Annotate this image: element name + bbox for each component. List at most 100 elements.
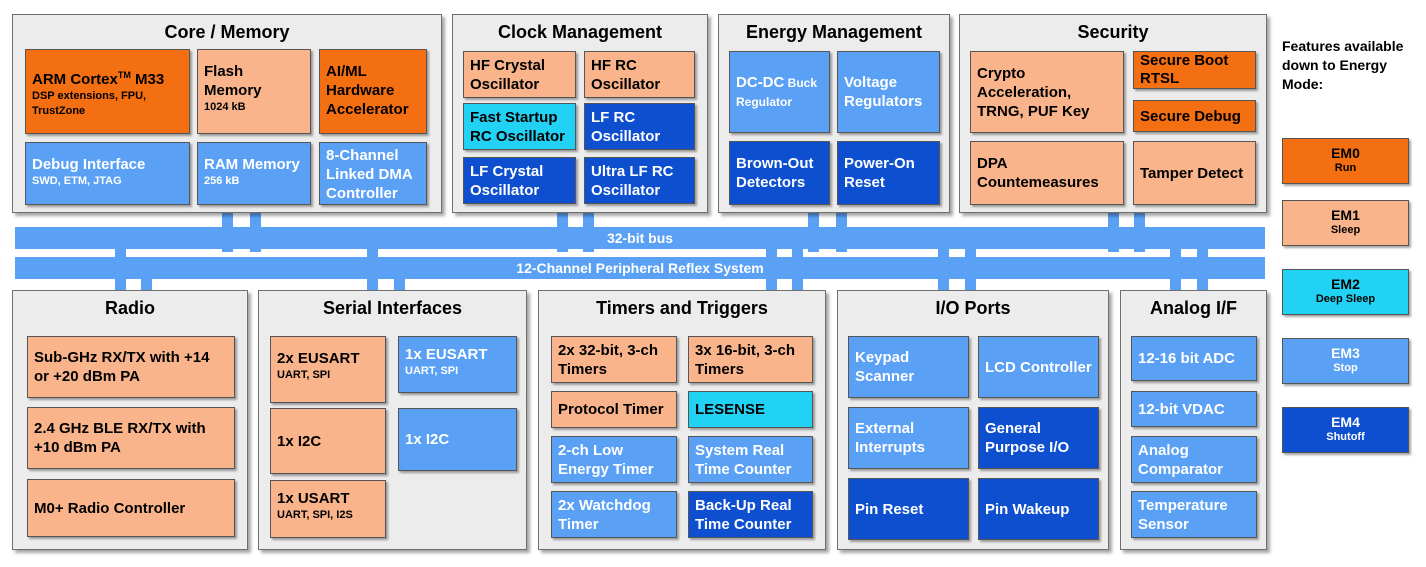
i2c-em1-block: 1x I2C (270, 408, 386, 474)
secure-boot-block: Secure Boot RTSL (1133, 51, 1256, 89)
eusart2-label: 2x EUSART (277, 350, 360, 367)
security-panel: Security Crypto Acceleration, TRNG, PUF … (959, 14, 1267, 213)
por-label: Power-On Reset (844, 155, 915, 191)
secboot-label: Secure Boot RTSL (1140, 52, 1229, 87)
hfxo-label: HF Crystal Oscillator (470, 56, 546, 93)
panel-title: Timers and Triggers (596, 298, 768, 318)
acmp-label: Analog Comparator (1138, 441, 1224, 478)
subghz-block: Sub-GHz RX/TX with +14 or +20 dBm PA (27, 336, 235, 398)
hf-rc-block: HF RC Oscillator (584, 51, 695, 98)
external-interrupts-block: External Interrupts (848, 407, 969, 469)
legend-em2: EM2 Deep Sleep (1282, 269, 1409, 315)
secure-debug-block: Secure Debug (1133, 100, 1256, 132)
adc-block: 12-16 bit ADC (1131, 336, 1257, 381)
timer-32bit-block: 2x 32-bit, 3-ch Timers (551, 336, 677, 383)
debug-interface-block: Debug Interface SWD, ETM, JTAG (25, 142, 190, 205)
dpa-label: DPA Countemeasures (977, 155, 1099, 191)
ulfrco-label: Ultra LF RC Oscillator (591, 162, 674, 199)
usart-label: 1x USART (277, 490, 350, 507)
dpa-block: DPA Countemeasures (970, 141, 1124, 205)
eusart1-label: 1x EUSART (405, 346, 488, 363)
legend-em3: EM3 Stop (1282, 338, 1409, 384)
pin-wakeup-block: Pin Wakeup (978, 478, 1099, 540)
legend-mode: EM4 (1331, 414, 1360, 430)
adc-label: 12-16 bit ADC (1138, 350, 1235, 367)
t32-label: 2x 32-bit, 3-ch Timers (558, 341, 659, 378)
panel-title: Clock Management (497, 22, 663, 42)
legend-mode: EM1 (1331, 207, 1360, 223)
m0-radio-controller-block: M0+ Radio Controller (27, 479, 235, 537)
flash-memory-block: Flash Memory 1024 kB (197, 49, 311, 134)
panel-title: Radio (104, 298, 155, 318)
hfrco-label: HF RC Oscillator (591, 56, 661, 93)
dma-controller-block: 8-Channel Linked DMA Controller (319, 142, 427, 205)
ram-label: RAM Memory (204, 156, 300, 173)
timer-16bit-block: 3x 16-bit, 3-ch Timers (688, 336, 813, 383)
arm-cortex-block: ARM CortexTM M33 DSP extensions, FPU, Tr… (25, 49, 190, 134)
bod-label: Brown-Out Detectors (736, 155, 814, 191)
flash-sub: 1024 kB (204, 101, 246, 113)
io-ports-panel: I/O Ports Keypad Scanner LCD Controller … (837, 290, 1109, 550)
analog-comparator-block: Analog Comparator (1131, 436, 1257, 483)
analog-panel: Analog I/F 12-16 bit ADC 12-bit VDAC Ana… (1120, 290, 1267, 550)
ram-sub: 256 kB (204, 175, 240, 187)
dcdc-small2: Regulator (736, 94, 793, 109)
vreg-label: Voltage Regulators (844, 74, 923, 110)
core-memory-panel: Core / Memory ARM CortexTM M33 DSP exten… (12, 14, 442, 213)
keypad-label: Keypad Scanner (855, 349, 915, 385)
eusart-1x-block: 1x EUSART UART, SPI (398, 336, 517, 393)
lf-crystal-block: LF Crystal Oscillator (463, 157, 576, 204)
legend-em0: EM0 Run (1282, 138, 1409, 184)
protocol-label: Protocol Timer (558, 401, 664, 418)
radio-panel: Radio Sub-GHz RX/TX with +14 or +20 dBm … (12, 290, 248, 550)
panel-title: Energy Management (745, 22, 923, 42)
legend-mode: EM2 (1331, 276, 1360, 292)
energy-management-panel: Energy Management DC-DC Buck Regulator V… (718, 14, 950, 213)
ble-block: 2.4 GHz BLE RX/TX with +10 dBm PA (27, 407, 235, 469)
ai-label: AI/ML Hardware Accelerator (326, 63, 409, 118)
sysrtc-label: System Real Time Counter (695, 441, 792, 478)
ble-label: 2.4 GHz BLE RX/TX with +10 dBm PA (34, 420, 206, 456)
t16-label: 3x 16-bit, 3-ch Timers (695, 341, 796, 378)
legend-label: Deep Sleep (1315, 293, 1376, 305)
usart-sub: UART, SPI, I2S (277, 509, 353, 521)
letimer-label: 2-ch Low Energy Timer (558, 441, 654, 478)
panel-title: Serial Interfaces (322, 298, 463, 318)
ram-memory-block: RAM Memory 256 kB (197, 142, 311, 205)
bus-32bit: 32-bit bus (15, 227, 1265, 249)
lf-rc-block: LF RC Oscillator (584, 103, 695, 150)
panel-title: I/O Ports (935, 298, 1011, 318)
timers-panel: Timers and Triggers 2x 32-bit, 3-ch Time… (538, 290, 826, 550)
keypad-scanner-block: Keypad Scanner (848, 336, 969, 398)
eusart-2x-block: 2x EUSART UART, SPI (270, 336, 386, 403)
temp-label: Temperature Sensor (1138, 496, 1228, 533)
arm-sub: DSP extensions, FPU, TrustZone (32, 90, 147, 117)
wdog-label: 2x Watchdog Timer (558, 496, 651, 533)
panel-title: Analog I/F (1150, 298, 1237, 318)
m0-label: M0+ Radio Controller (34, 499, 186, 517)
legend-label: Stop (1333, 362, 1358, 374)
legend-mode: EM0 (1331, 145, 1360, 161)
fast-startup-rc-block: Fast Startup RC Oscillator (463, 103, 576, 150)
legend-label: Sleep (1330, 224, 1361, 236)
pinreset-label: Pin Reset (855, 500, 924, 518)
lesense-label: LESENSE (695, 401, 766, 418)
arm-name: ARM Cortex (32, 71, 118, 88)
usart-block: 1x USART UART, SPI, I2S (270, 480, 386, 538)
lfxo-label: LF Crystal Oscillator (470, 162, 544, 199)
power-on-reset-block: Power-On Reset (837, 141, 940, 205)
burtc-block: Back-Up Real Time Counter (688, 491, 813, 538)
protocol-timer-block: Protocol Timer (551, 391, 677, 428)
watchdog-block: 2x Watchdog Timer (551, 491, 677, 538)
bus-prs: 12-Channel Peripheral Reflex System (15, 257, 1265, 279)
lesense-block: LESENSE (688, 391, 813, 428)
lfrco-label: LF RC Oscillator (591, 108, 661, 145)
extint-label: External Interrupts (855, 420, 926, 456)
gpio-block: General Purpose I/O (978, 407, 1099, 469)
connector (141, 275, 152, 291)
subghz-label: Sub-GHz RX/TX with +14 or +20 dBm PA (34, 349, 210, 385)
pin-reset-block: Pin Reset (848, 478, 969, 540)
i2c-a-label: 1x I2C (277, 432, 322, 450)
pinwakeup-label: Pin Wakeup (985, 500, 1070, 518)
burtc-label: Back-Up Real Time Counter (695, 496, 792, 533)
